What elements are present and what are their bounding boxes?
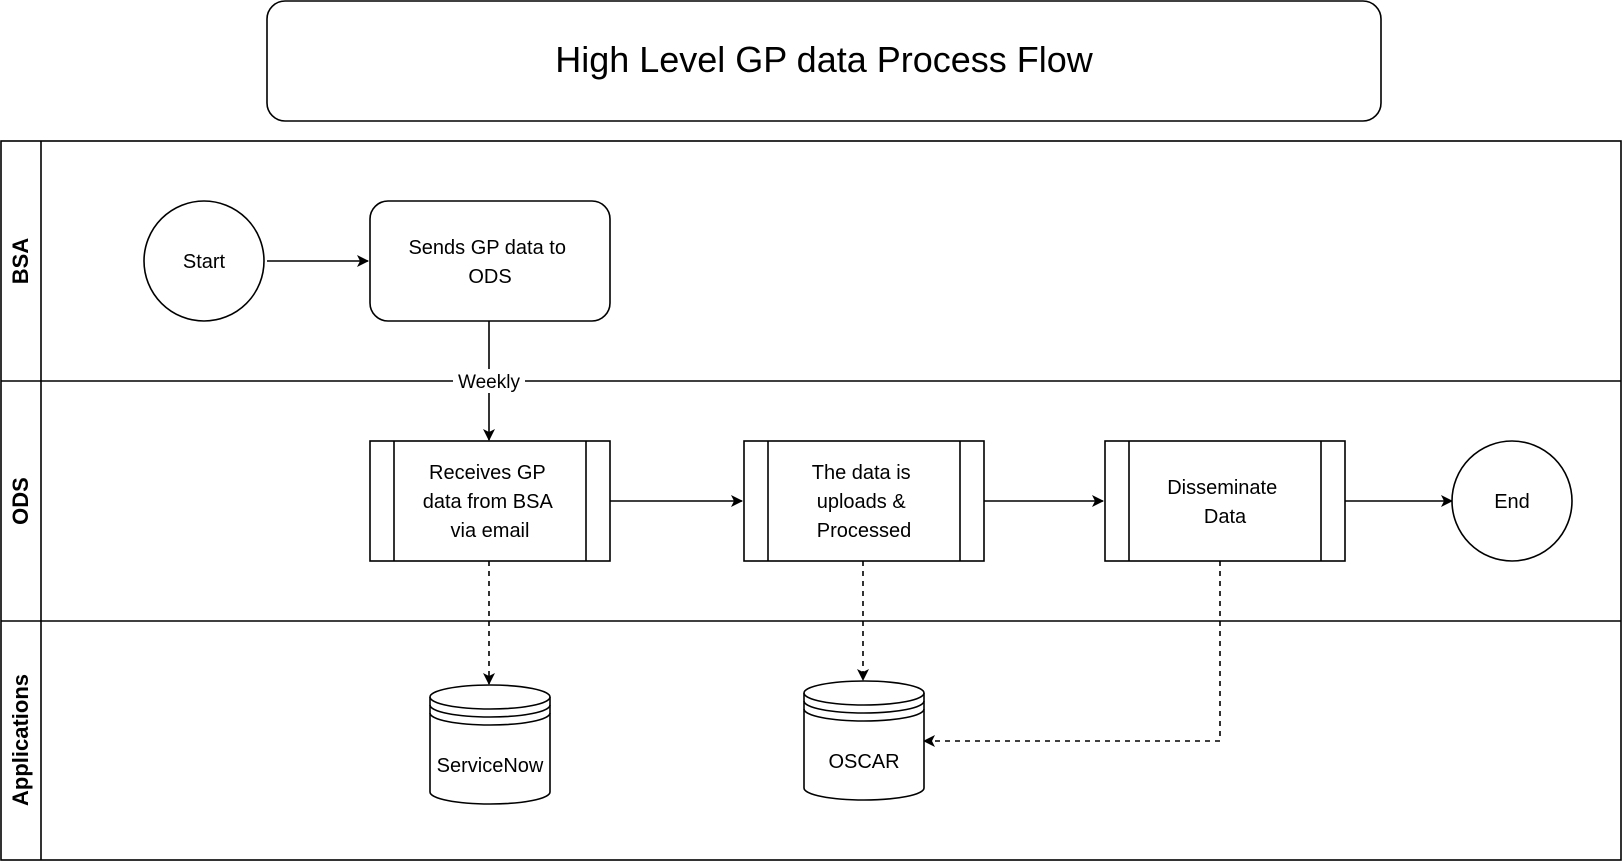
edge-label-weekly: Weekly xyxy=(453,369,525,393)
receives-label-line-3: via email xyxy=(451,520,530,542)
title-box: High Level GP data Process Flow xyxy=(266,0,1382,122)
oscar-label: OSCAR xyxy=(828,751,899,773)
weekly-label: Weekly xyxy=(458,372,520,393)
oscar-datastore-icon: OSCAR xyxy=(803,680,925,801)
start-label: Start xyxy=(183,251,226,273)
receives-gp-data-node: Receives GP data from BSA via email xyxy=(369,440,611,562)
end-node: End xyxy=(1451,440,1573,562)
end-label: End xyxy=(1494,491,1530,513)
sends-label-line-2: ODS xyxy=(468,266,511,288)
page-title: High Level GP data Process Flow xyxy=(555,39,1094,80)
svg-text:The data is uploads &: The data is uploads & Processed xyxy=(812,462,917,542)
svg-text:Sends GP data to ODS: Sends GP data to ODS xyxy=(408,237,571,288)
svg-text:Disseminate Data: Disseminate Data xyxy=(1167,477,1283,528)
edge-disseminate-to-oscar xyxy=(923,561,1221,747)
swimlane-pool xyxy=(0,140,1622,861)
disseminate-label-line-1: Disseminate xyxy=(1167,477,1277,499)
servicenow-datastore-icon: ServiceNow xyxy=(429,684,551,805)
servicenow-label: ServiceNow xyxy=(437,755,544,777)
svg-text:Receives GP data from BS: Receives GP data from BSA via email xyxy=(423,462,558,542)
sends-gp-data-node: Sends GP data to ODS xyxy=(369,200,611,322)
lane-label-applications: Applications xyxy=(8,674,33,806)
uploads-processed-node: The data is uploads & Processed xyxy=(743,440,985,562)
uploads-label-line-1: The data is xyxy=(812,462,911,484)
start-node: Start xyxy=(143,200,265,322)
lane-label-ods: ODS xyxy=(8,477,33,525)
uploads-label-line-2: uploads & xyxy=(817,491,907,513)
disseminate-data-node: Disseminate Data xyxy=(1104,440,1346,562)
disseminate-label-line-2: Data xyxy=(1204,506,1247,528)
sends-label-line-1: Sends GP data to xyxy=(408,237,566,259)
uploads-label-line-3: Processed xyxy=(817,520,912,542)
receives-label-line-1: Receives GP xyxy=(429,462,545,484)
lane-label-bsa: BSA xyxy=(8,238,33,285)
receives-label-line-2: data from BSA xyxy=(423,491,554,513)
